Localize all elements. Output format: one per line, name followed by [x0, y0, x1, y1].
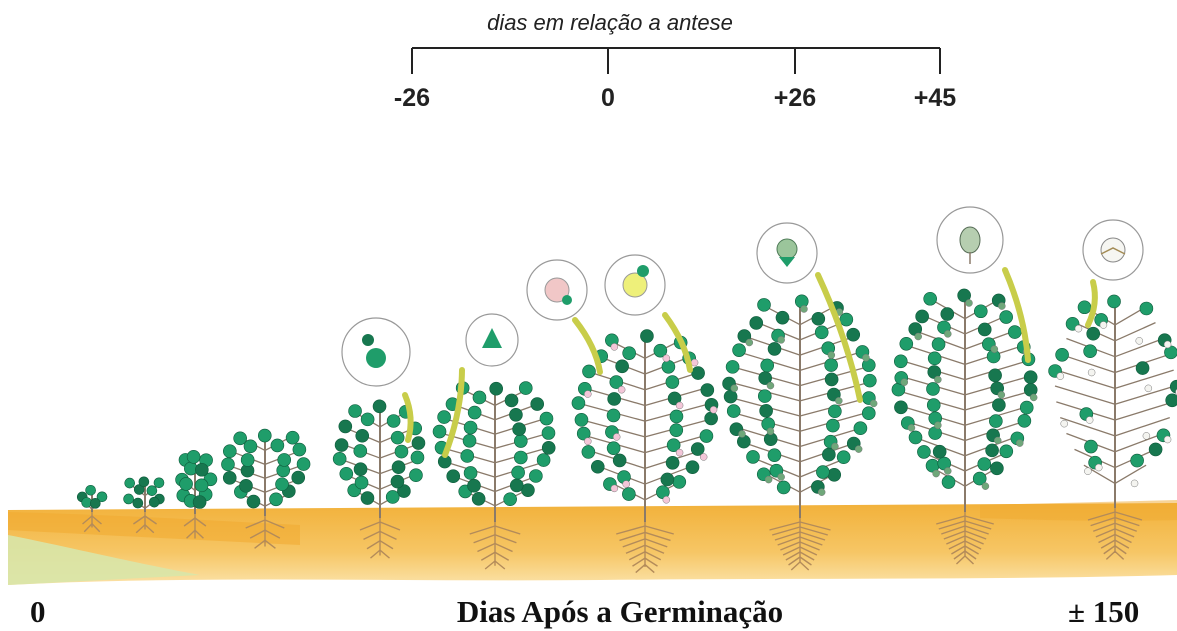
square-bud-icon: [445, 314, 518, 455]
tick-label-0: 0: [568, 84, 648, 113]
tick-label-plus-26: +26: [755, 84, 835, 113]
tick-label-plus-45: +45: [895, 84, 975, 113]
timeline-bracket: [412, 48, 940, 74]
plant-leaves: [1049, 295, 1177, 469]
open-boll-icon: [1083, 220, 1143, 325]
soil-ground: [8, 500, 1177, 585]
pink-flower-icon: [527, 260, 600, 372]
plant-leaves: [176, 450, 217, 508]
start-day-label: 0: [30, 594, 46, 630]
plant-leaves: [124, 477, 165, 508]
end-day-label: ± 150: [1068, 594, 1139, 630]
tick-label-minus-26: -26: [372, 84, 452, 113]
flower-icon: [605, 255, 690, 370]
axis-label: Dias Após a Germinação: [440, 594, 800, 630]
timeline-title: dias em relação a antese: [420, 10, 800, 36]
